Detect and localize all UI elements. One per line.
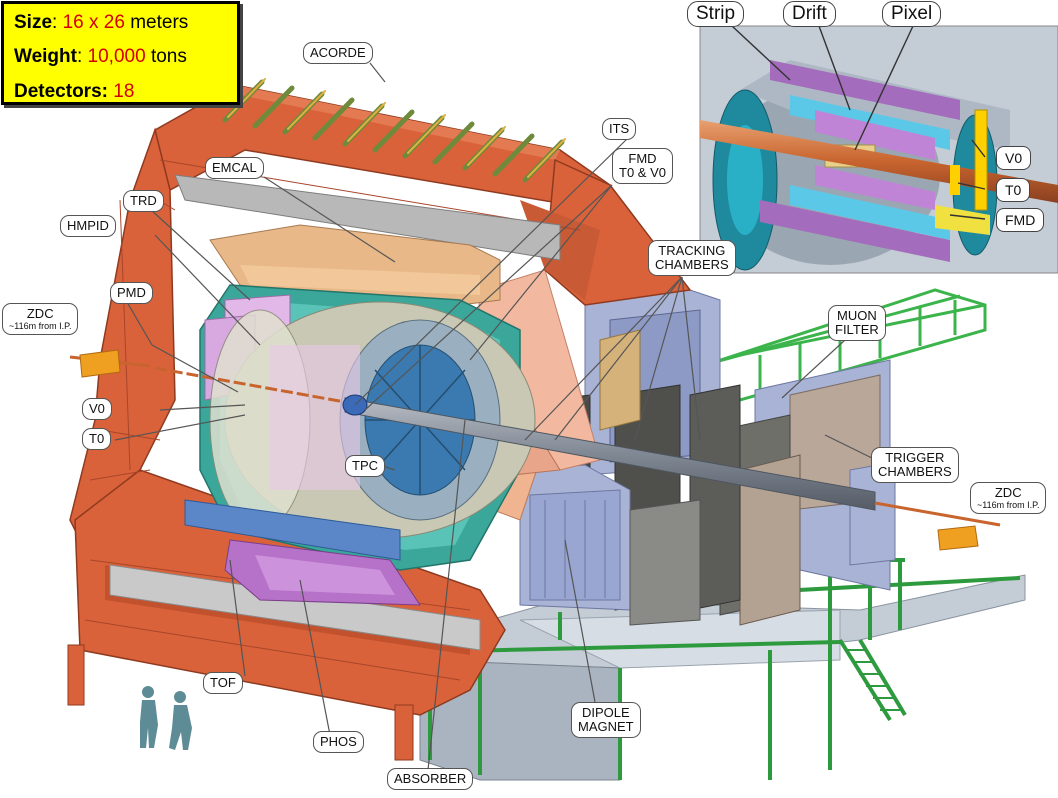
- inset-callout-lines: [731, 25, 986, 220]
- label-zdc-left-dist: ~116m from I.P.: [9, 321, 72, 331]
- inset-label-drift: Drift: [783, 1, 836, 27]
- label-tracking-line1: TRACKING: [658, 243, 726, 258]
- label-trd: TRD: [123, 190, 164, 212]
- phos-module: [224, 539, 421, 606]
- label-pmd: PMD: [110, 282, 153, 304]
- label-tpc: TPC: [345, 455, 385, 477]
- label-zdc-right: ZDC ~116m from I.P.: [970, 482, 1047, 514]
- size-label: Size: [14, 12, 53, 33]
- weight-label: Weight: [14, 46, 77, 67]
- label-zdc-right-dist: ~116m from I.P.: [977, 500, 1040, 510]
- label-dipole-magnet: DIPOLE MAGNET: [571, 702, 641, 738]
- acorde-strips-gold: [227, 78, 566, 178]
- label-fmd-line1: FMD: [628, 151, 657, 166]
- zdc-left-box: [79, 349, 121, 378]
- person-silhouettes: [140, 686, 192, 750]
- inset-label-t0: T0: [996, 178, 1031, 202]
- label-absorber: ABSORBER: [387, 768, 474, 790]
- size-unit: meters: [130, 12, 189, 33]
- zdc-right-box: [937, 525, 979, 551]
- label-zdc-left: ZDC ~116m from I.P.: [2, 303, 79, 335]
- inner-grey-beam: [109, 174, 561, 651]
- label-tracking-chambers: TRACKING CHAMBERS: [648, 240, 736, 276]
- label-emcal: EMCAL: [205, 157, 264, 179]
- inset-label-strip: Strip: [687, 1, 745, 27]
- label-t0: T0: [82, 428, 112, 450]
- callout-lines: [114, 62, 877, 771]
- label-trigger-line2: CHAMBERS: [878, 464, 952, 479]
- label-phos: PHOS: [313, 731, 364, 753]
- size-row: Size: 16 x 26 meters: [14, 12, 189, 33]
- label-tracking-line2: CHAMBERS: [655, 257, 729, 272]
- inset-label-fmd: FMD: [996, 208, 1045, 232]
- label-tof: TOF: [203, 672, 243, 694]
- detectors-row: Detectors: 18: [14, 81, 134, 103]
- label-muon-line2: FILTER: [835, 322, 879, 337]
- tof-lower-frame: [184, 499, 401, 561]
- label-dipole-line1: DIPOLE: [581, 705, 630, 720]
- inset-detail: [699, 25, 1058, 274]
- label-hmpid: HMPID: [60, 215, 116, 237]
- label-trigger-line1: TRIGGER: [885, 450, 945, 465]
- label-zdc-right-name: ZDC: [994, 485, 1022, 500]
- label-zdc-left-name: ZDC: [26, 306, 54, 321]
- size-value: 16 x 26: [62, 12, 125, 33]
- label-muon-line1: MUON: [837, 308, 877, 323]
- weight-unit: tons: [150, 46, 187, 67]
- label-fmd: FMD T0 & V0: [612, 148, 673, 184]
- detector-specs-box: Size: 16 x 26 meters Weight: 10,000 tons…: [1, 1, 240, 105]
- label-muon-filter: MUON FILTER: [828, 305, 886, 341]
- inset-label-v0: V0: [996, 146, 1032, 170]
- weight-value: 10,000: [87, 46, 146, 67]
- inset-label-pixel: Pixel: [882, 1, 942, 27]
- label-its: ITS: [602, 118, 637, 140]
- label-fmd-line2: T0 & V0: [619, 165, 666, 180]
- label-v0: V0: [82, 398, 112, 420]
- detectors-value: 18: [113, 81, 135, 102]
- detectors-label: Detectors:: [14, 81, 108, 102]
- label-acorde: ACORDE: [303, 42, 373, 64]
- weight-row: Weight: 10,000 tons: [14, 46, 187, 67]
- label-trigger-chambers: TRIGGER CHAMBERS: [871, 447, 959, 483]
- stair-steps: [845, 649, 900, 711]
- label-dipole-line2: MAGNET: [578, 719, 634, 734]
